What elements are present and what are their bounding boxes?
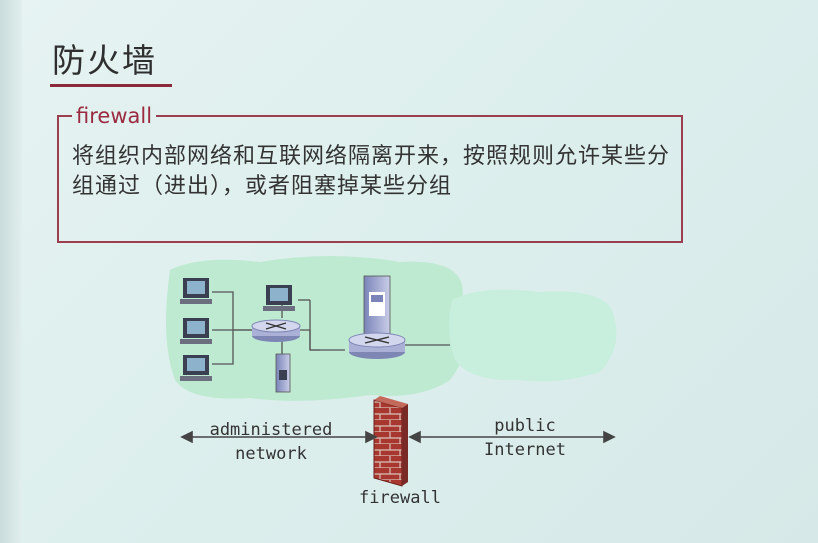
public-internet-label-1: public xyxy=(494,416,556,436)
definition-text: 将组织内部网络和互联网络隔离开来，按照规则允许某些分组通过（进出），或者阻塞掉某… xyxy=(72,144,671,199)
firewall-wall-icon xyxy=(373,396,408,487)
server-icon xyxy=(275,353,291,393)
admin-network-cloud xyxy=(166,256,469,401)
internet-cloud xyxy=(449,289,617,382)
slide-title: 防火墙 xyxy=(52,41,157,80)
computer-icon xyxy=(180,318,212,344)
admin-network-label-2: network xyxy=(235,444,307,464)
router-icon xyxy=(251,319,301,342)
public-internet-label-2: Internet xyxy=(484,440,566,460)
admin-network-label-1: administered xyxy=(209,420,333,440)
router-icon xyxy=(348,332,406,359)
title-underline xyxy=(50,84,172,87)
computer-icon xyxy=(263,285,295,311)
computer-icon xyxy=(180,278,212,304)
definition-box xyxy=(57,115,683,243)
firewall-label: firewall xyxy=(359,488,441,508)
server-icon xyxy=(363,275,391,335)
slide-edge xyxy=(0,0,22,543)
computer-icon xyxy=(180,355,212,381)
direction-arrows xyxy=(180,430,616,444)
definition-label: firewall xyxy=(72,104,157,128)
